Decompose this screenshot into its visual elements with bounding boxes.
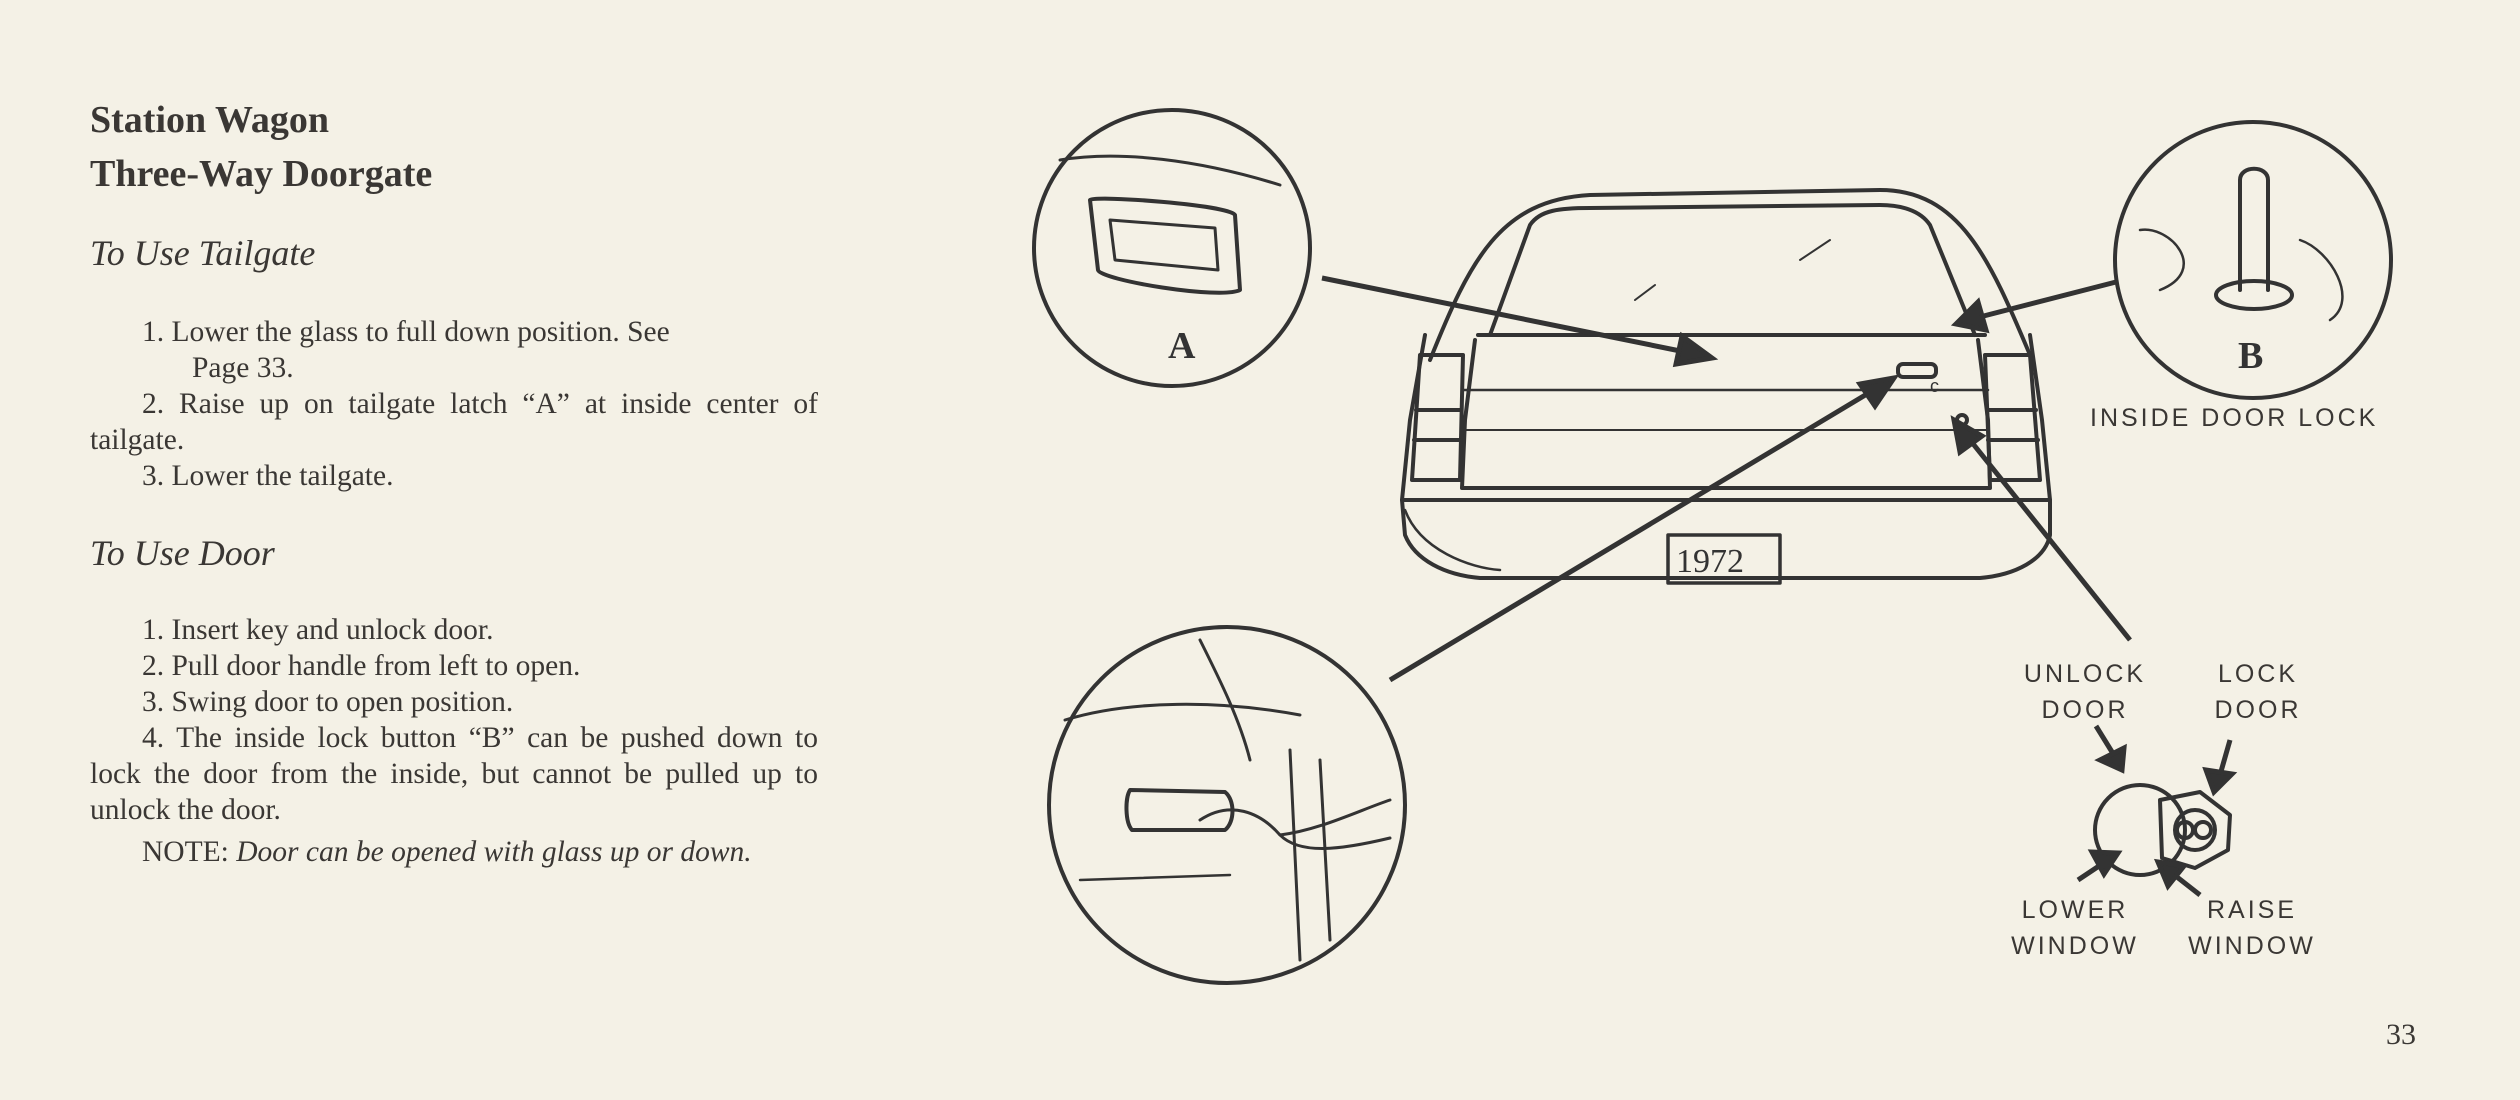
raise-window-label: RAISE WINDOW [2172,892,2332,964]
inside-lock-circle [2113,120,2393,400]
door-step-4: 4. The inside lock button “B” can be pus… [90,722,818,826]
inside-door-lock-label: INSIDE DOOR LOCK [2090,404,2379,432]
latch-detail-circle [1032,108,1312,388]
lower-line-2: WINDOW [2011,932,2139,960]
door-subheading: To Use Door [90,533,275,573]
car-door-handle [1896,362,1938,379]
door-step-2: 2. Pull door handle from left to open. [142,650,581,682]
left-taillight [1410,353,1465,482]
door-handle-detail [1124,788,1235,832]
title-line-1: Station Wagon [90,99,329,141]
arrow-a [1321,275,1701,358]
tailgate-step-2: 2. Raise up on tailgate latch “A” at ins… [90,388,818,456]
note-label: NOTE: [142,836,229,868]
tailgate-step-1-cont: Page 33. [192,352,294,384]
note-text: Door can be opened with glass up or down… [236,836,752,868]
tailgate-step-3: 3. Lower the tailgate. [142,460,394,492]
car-roof [1428,188,2032,362]
lock-door-label: LOCK DOOR [2178,656,2338,728]
lower-window-label: LOWER WINDOW [1995,892,2155,964]
latch-handle [1088,196,1242,295]
raise-line-2: WINDOW [2188,932,2316,960]
lock-cylinder [2093,783,2187,877]
lock-line-1: LOCK [2217,660,2299,688]
car-body [1400,333,2052,580]
lower-line-1: LOWER [2021,896,2129,924]
license-plate [1666,533,1782,585]
door-steps: 1. Insert key and unlock door. 2. Pull d… [90,612,818,870]
unlock-door-label: UNLOCK DOOR [2005,656,2165,728]
plate-number: 1972 [1676,543,1744,580]
arrow-b [1967,279,2117,323]
right-taillight [1983,353,2042,482]
raise-line-1: RAISE [2206,896,2298,924]
callout-b: B [2238,335,2263,377]
door-note: NOTE: Door can be opened with glass up o… [90,834,818,870]
unlock-line-2: DOOR [2041,696,2129,724]
arrow-handle [1388,382,1884,683]
lock-line-2: DOOR [2214,696,2302,724]
title-line-2: Three-Way Doorgate [90,153,433,195]
arrow-key [1960,428,2132,642]
page-number: 33 [2386,1018,2416,1051]
tailgate-subheading: To Use Tailgate [90,233,316,273]
callout-a: A [1168,325,1196,367]
door-step-1: 1. Insert key and unlock door. [142,614,494,646]
tailgate-step-1: 1. Lower the glass to full down position… [142,316,670,348]
c-mark: c [1930,376,1939,396]
rear-window [1488,203,1977,337]
unlock-line-1: UNLOCK [2023,660,2147,688]
door-handle-circle [1047,625,1407,985]
tailgate-steps: 1. Lower the glass to full down position… [90,314,818,494]
lock-button [2238,166,2270,292]
key-head [2158,790,2232,870]
door-step-3: 3. Swing door to open position. [142,686,514,718]
